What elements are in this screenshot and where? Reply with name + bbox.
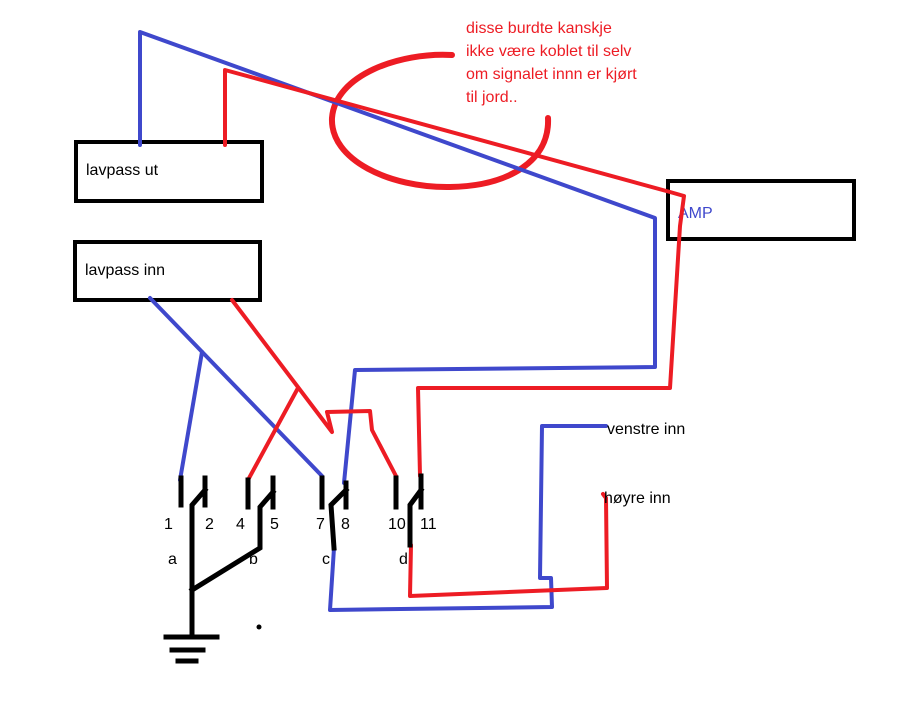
switch-label: c [322,551,330,568]
annotation-line: disse burdte kanskje [466,20,612,37]
annotation-line: om signalet innn er kjørt [466,66,637,83]
blue-wire-venstre [328,424,608,612]
pin-label: 10 [388,516,406,533]
switch-label: d [399,551,408,568]
blue-wire-amp [138,30,657,485]
highlight-circle [328,51,552,191]
amp-box [666,179,856,241]
pin-label: 8 [341,516,350,533]
red-wire-hoyre [408,492,609,598]
pin-label: 4 [236,516,245,533]
pin-label: 5 [270,516,279,533]
hoyre-inn-label: høyre inn [604,490,671,507]
lavpass-ut-label: lavpass ut [86,162,159,179]
pin-label: 7 [316,516,325,533]
pin-labels: 1 2 4 5 7 8 10 11 [164,516,437,533]
red-wire-pin4 [246,386,300,482]
red-wire-amp [223,68,686,478]
annotation-line: til jord.. [466,89,518,106]
amp-label: AMP [678,205,713,222]
switch-label: b [249,551,258,568]
annotation-line: ikke være koblet til selv [466,43,631,60]
lavpass-inn-box [73,240,262,302]
annotation-text: disse burdte kanskje ikke være koblet ti… [466,20,637,106]
lavpass-inn-label: lavpass inn [85,262,165,279]
lavpass-ut-box [74,140,264,203]
venstre-inn-label: venstre inn [607,421,685,438]
switch-block [163,473,425,664]
pin-label: 11 [420,516,437,533]
pin-label: 2 [205,516,214,533]
red-wire-lavpass-inn [230,298,398,478]
blue-wire-lavpass-inn [148,296,324,478]
switch-labels: a b c d [168,551,408,568]
blue-wire-pin1 [178,350,204,482]
switch-label: a [168,551,177,568]
pin-label: 1 [164,516,173,533]
